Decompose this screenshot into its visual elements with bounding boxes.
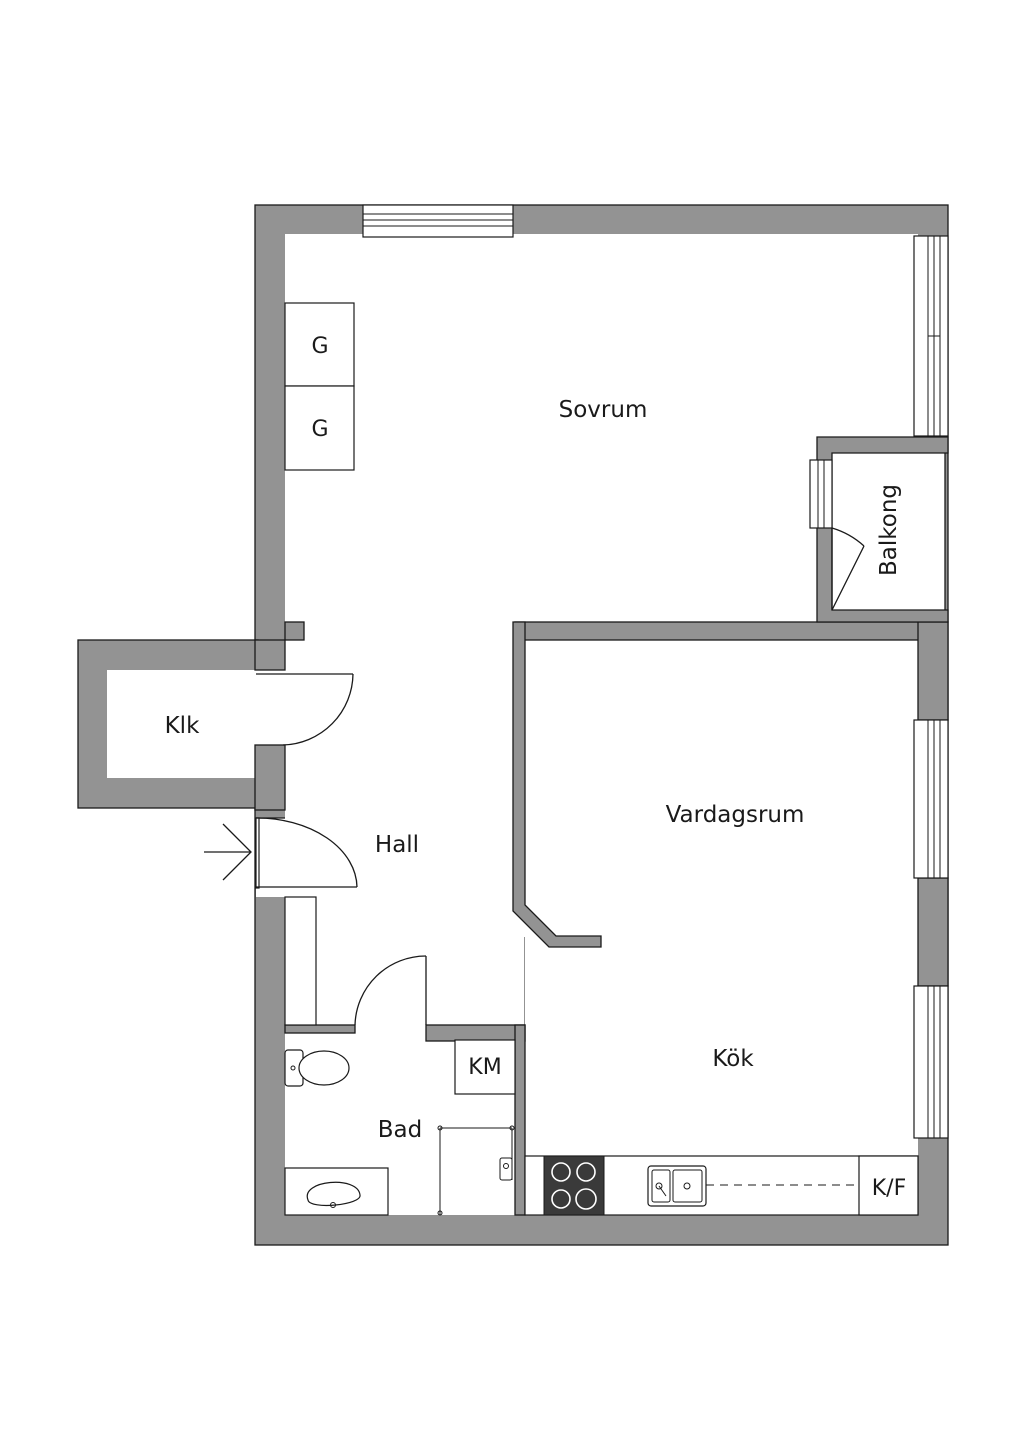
window-east-sovrum [913,235,949,437]
room-label-kok: Kök [712,1046,754,1072]
door-entrance [255,817,358,889]
fridge-freezer-label: K/F [872,1176,907,1201]
bathroom-fixtures: KM [284,1039,516,1216]
door-klk [256,673,354,746]
entrance-arrow-icon [204,823,252,881]
stove-icon [543,1155,605,1216]
wardrobe-2 [284,385,355,471]
door-balkong [831,527,865,611]
room-labels: Sovrum Balkong Klk Hall Vardagsrum Kök B… [165,397,902,1143]
floors [107,234,945,1215]
door-bad [354,955,427,1026]
sink-icon [647,1165,707,1207]
room-label-klk: Klk [165,713,200,739]
washing-machine-label: KM [468,1055,501,1080]
room-label-vardagsrum: Vardagsrum [666,802,805,828]
wardrobe-2-label: G [311,417,328,442]
interior-walls [254,436,949,1216]
toilet-icon [284,1049,350,1087]
room-label-balkong: Balkong [876,484,902,576]
room-label-bad: Bad [378,1117,422,1143]
window-balkong [809,459,833,529]
shower-area [437,1125,515,1216]
doors [255,527,865,1026]
room-label-sovrum: Sovrum [559,397,648,423]
wardrobe-1 [284,302,355,387]
hall-wardrobe [284,896,317,1026]
wardrobes: G G [284,302,355,471]
washbasin-icon [284,1167,389,1216]
window-east-vardagsrum [913,719,949,879]
window-north [362,204,514,238]
fridge-freezer [858,1155,919,1216]
room-label-hall: Hall [375,832,419,858]
wardrobe-1-label: G [311,334,328,359]
kitchen-fixtures: K/F [524,1155,919,1216]
window-east-kok [913,985,949,1139]
windows [362,204,949,1139]
washing-machine [454,1039,516,1095]
